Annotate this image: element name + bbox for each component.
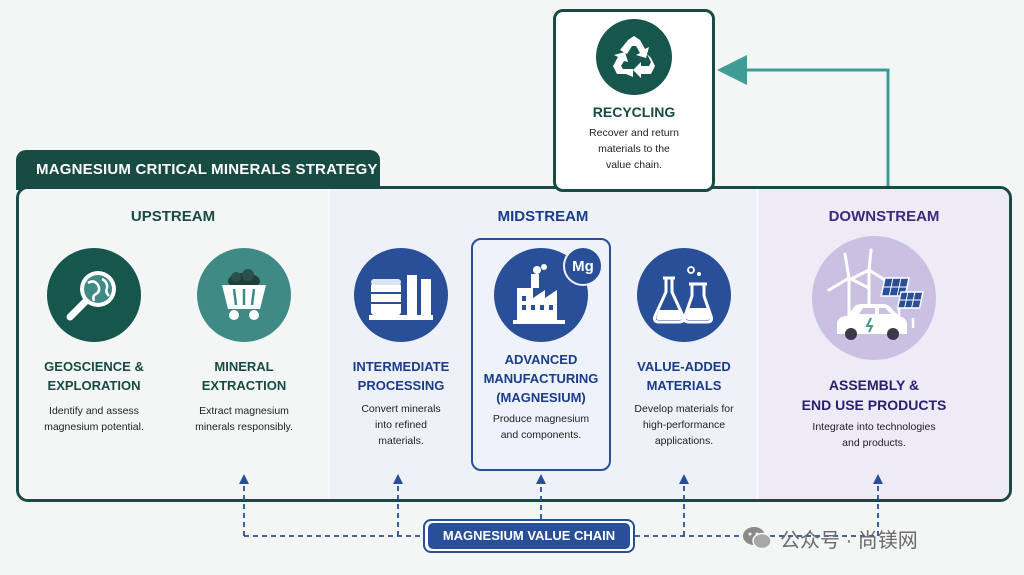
recycling-title: RECYCLING (592, 104, 676, 120)
refinery-icon (354, 248, 448, 342)
geoscience-title: GEOSCIENCE & EXPLORATION (44, 359, 144, 393)
assembly-title: ASSEMBLY & END USE PRODUCTS (801, 377, 947, 413)
assembly-desc: Integrate into technologies and products… (812, 421, 936, 449)
manufacturing-desc: Produce magnesium and components. (492, 413, 590, 441)
processing-title: INTERMEDIATE PROCESSING (352, 359, 450, 393)
flask-icon (637, 248, 731, 342)
materials-title: VALUE-ADDED MATERIALS (637, 359, 731, 393)
recycle-icon (596, 19, 672, 95)
magnifier-globe-icon (47, 248, 141, 342)
wechat-icon (743, 527, 772, 550)
value-chain-label: MAGNESIUM VALUE CHAIN (428, 523, 630, 549)
upstream-panel (19, 189, 327, 499)
materials-desc: Develop materials for high-performance a… (634, 403, 734, 447)
geoscience-desc: Identify and assess magnesium potential. (44, 405, 144, 433)
watermark-text: 公众号 · 尚镁网 (780, 529, 918, 552)
extraction-desc: Extract magnesium minerals responsibly. (195, 405, 293, 433)
recycling-desc: Recover and return materials to the valu… (589, 127, 679, 171)
watermark: 公众号 · 尚镁网 (742, 520, 1012, 556)
mg-badge: Mg (563, 246, 603, 286)
mine-cart-icon (197, 248, 291, 342)
wind-solar-car-icon (812, 236, 936, 360)
extraction-title: MINERAL EXTRACTION (201, 359, 287, 393)
downstream-to-recycling-arrow (717, 55, 890, 186)
strategy-title: MAGNESIUM CRITICAL MINERALS STRATEGY (36, 161, 378, 178)
strategy-title-tab: MAGNESIUM CRITICAL MINERALS STRATEGY (16, 150, 380, 190)
processing-desc: Convert minerals into refined materials. (361, 403, 441, 447)
midstream-heading: MIDSTREAM (497, 208, 589, 225)
downstream-heading: DOWNSTREAM (828, 208, 940, 225)
manufacturing-title: ADVANCED MANUFACTURING (MAGNESIUM) (483, 352, 599, 405)
upstream-heading: UPSTREAM (130, 208, 216, 225)
